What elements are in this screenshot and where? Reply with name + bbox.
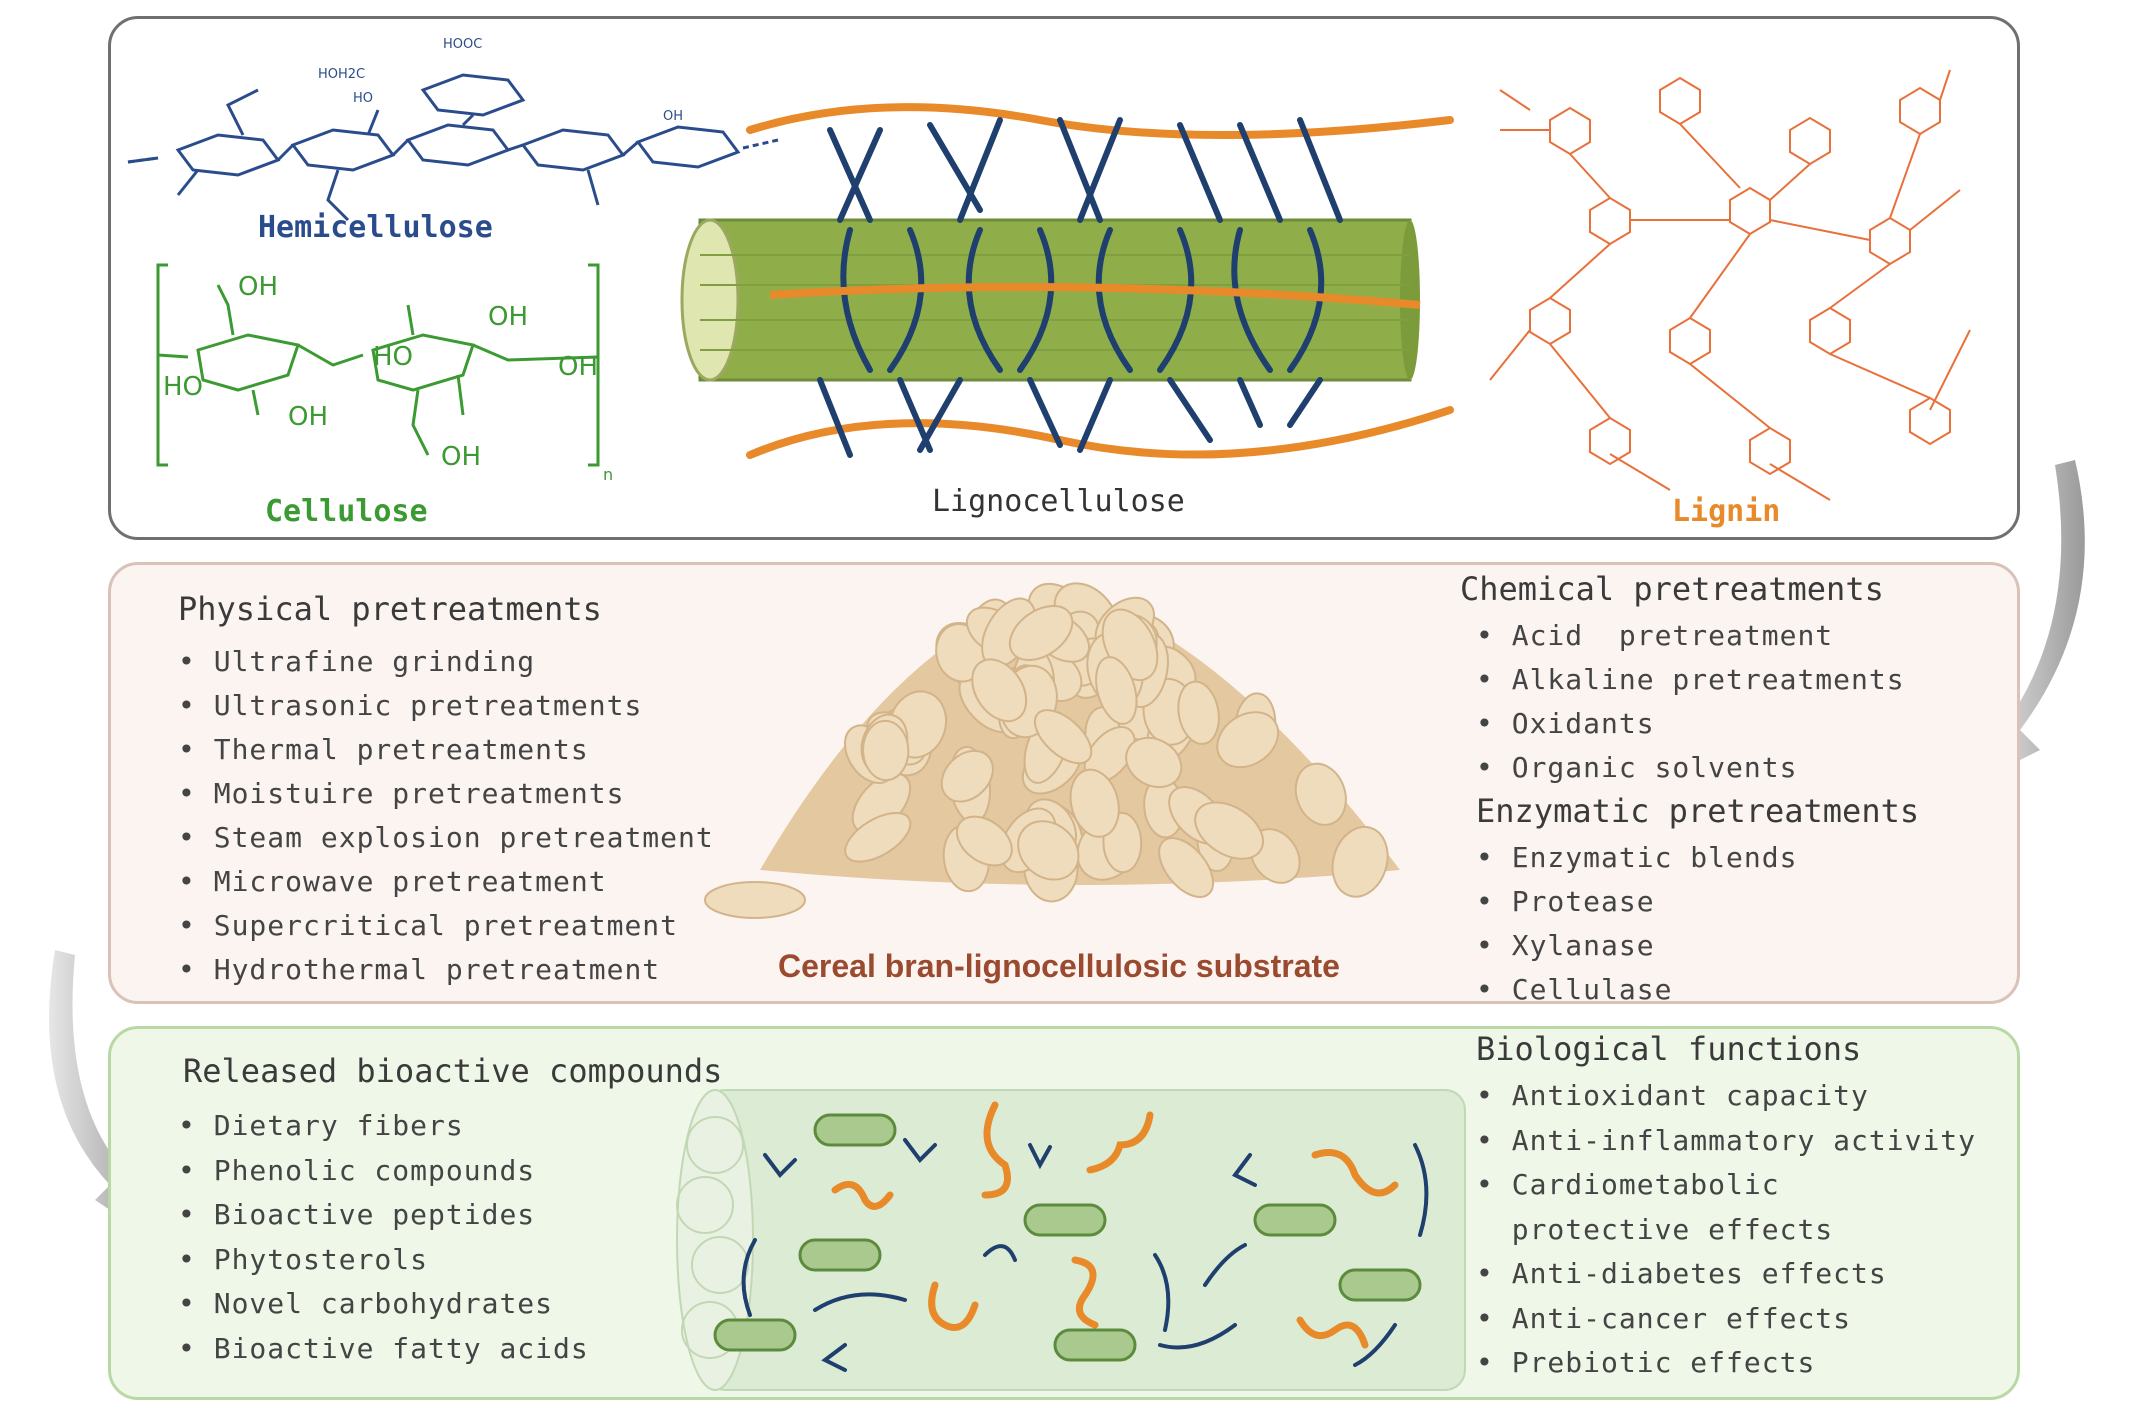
list-item: Bioactive fatty acids (178, 1327, 589, 1372)
bran-flake (1125, 736, 1183, 789)
list-item: Steam explosion pretreatment (178, 816, 714, 860)
cellulose-subscript-n: n (603, 465, 613, 484)
physical-pretreatments-title: Physical pretreatments (178, 590, 602, 628)
bran-flake (862, 719, 910, 782)
chemical-pretreatments-title: Chemical pretreatments (1460, 570, 1884, 608)
list-item: Xylanase (1476, 924, 1797, 968)
lignin-structure (1489, 69, 1971, 501)
bran-pile-illustration (704, 582, 1400, 919)
lignin-label: Lignin (1672, 494, 1781, 529)
bran-flake (1095, 656, 1138, 725)
cellulose-oh-2: OH (488, 302, 528, 332)
list-item: Dietary fibers (178, 1104, 589, 1149)
cellulose-o: OH (558, 352, 598, 382)
list-item: Cellulase (1476, 968, 1797, 1012)
substrate-label: Cereal bran-lignocellulosic substrate (778, 948, 1340, 984)
list-item: Moistuire pretreatments (178, 772, 714, 816)
list-item: Phenolic compounds (178, 1149, 589, 1194)
list-item: Cardiometabolic (1476, 1163, 1976, 1208)
hemi-group-hoh2c: HOH2C (318, 67, 365, 82)
list-item: Ultrasonic pretreatments (178, 684, 714, 728)
cellulose-oh-3: OH (288, 402, 328, 432)
hemicellulose-structure: HOOC HOH2C HO OH (127, 37, 779, 222)
list-item: Protease (1476, 880, 1797, 924)
list-item: Oxidants (1476, 702, 1905, 746)
list-item: Anti-diabetes effects (1476, 1252, 1976, 1297)
released-compounds-list: Dietary fibers Phenolic compounds Bioact… (178, 1104, 589, 1371)
cellulose-oh-4: OH (441, 442, 481, 472)
list-item: Acid pretreatment (1476, 614, 1905, 658)
lignocellulose-fiber (680, 103, 1454, 459)
bran-flake (1331, 825, 1389, 898)
bran-flake (956, 815, 1013, 867)
bran-flake (1177, 680, 1220, 745)
enzymatic-pretreatments-list: Enzymatic blends Protease Xylanase Cellu… (1476, 836, 1797, 1012)
list-item: Alkaline pretreatments (1476, 658, 1905, 702)
cellulose-oh-1: OH (238, 272, 278, 302)
hemicellulose-label: Hemicellulose (258, 210, 493, 245)
list-item: Thermal pretreatments (178, 728, 714, 772)
enzymatic-pretreatments-title: Enzymatic pretreatments (1476, 792, 1920, 830)
bran-flake (1017, 820, 1080, 881)
bran-flake (940, 749, 994, 803)
lignocellulose-label: Lignocellulose (932, 484, 1185, 519)
bran-flake (1008, 604, 1074, 662)
bran-flake (1216, 711, 1280, 769)
bran-flake (844, 812, 912, 863)
cellulose-ho-2: HO (163, 372, 203, 402)
hemi-group-oh: OH (663, 109, 683, 124)
hemi-group-ho: HO (353, 91, 373, 106)
bran-flake (1033, 709, 1093, 765)
list-item: Prebiotic effects (1476, 1341, 1976, 1386)
list-item: Hydrothermal pretreatment (178, 948, 714, 992)
biological-functions-title: Biological functions (1476, 1030, 1862, 1068)
hemi-group-hooc: HOOC (443, 37, 482, 52)
cellulose-structure: OH OH HO OH HO OH OH n (156, 263, 613, 484)
list-item: Supercritical pretreatment (178, 904, 714, 948)
bran-flake (1069, 768, 1120, 838)
list-item: protective effects (1511, 1212, 1834, 1246)
released-compounds-title: Released bioactive compounds (183, 1052, 723, 1090)
degraded-fiber-illustration (676, 1089, 1466, 1391)
list-item: Bioactive peptides (178, 1193, 589, 1238)
bran-flake (1194, 801, 1264, 860)
biological-functions-list: Antioxidant capacity Anti-inflammatory a… (1476, 1074, 1976, 1386)
cellulose-label: Cellulose (265, 494, 428, 529)
list-item: Microwave pretreatment (178, 860, 714, 904)
chemical-pretreatments-list: Acid pretreatment Alkaline pretreatments… (1476, 614, 1905, 790)
list-item: Organic solvents (1476, 746, 1905, 790)
cellulose-ho-1: HO (373, 342, 413, 372)
list-item: Enzymatic blends (1476, 836, 1797, 880)
list-item: Anti-cancer effects (1476, 1297, 1976, 1342)
bran-flake (1158, 837, 1214, 898)
list-item: Anti-inflammatory activity (1476, 1119, 1976, 1164)
bran-flake (1294, 762, 1347, 826)
list-item: Novel carbohydrates (178, 1282, 589, 1327)
bran-flake (971, 658, 1028, 723)
physical-pretreatments-list: Ultrafine grinding Ultrasonic pretreatme… (178, 640, 714, 992)
list-item: Antioxidant capacity (1476, 1074, 1976, 1119)
list-item: Ultrafine grinding (178, 640, 714, 684)
list-item: Phytosterols (178, 1238, 589, 1283)
